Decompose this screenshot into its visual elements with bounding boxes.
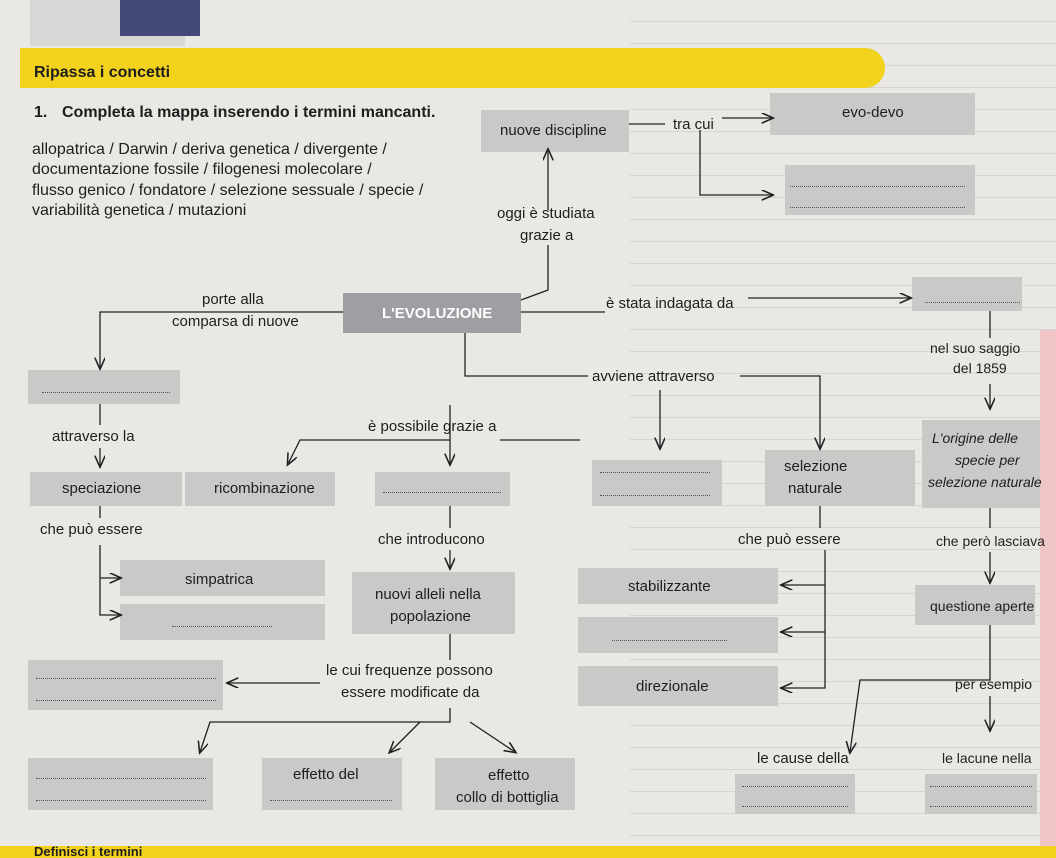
label-frequenze-1: le cui frequenze possono [326, 662, 493, 679]
label-grazie-a: grazie a [520, 227, 574, 244]
label-che-puo-essere-2: che può essere [738, 531, 841, 548]
blank-effetto-del[interactable] [270, 800, 392, 801]
terms-line-1: allopatrica / Darwin / deriva genetica /… [32, 141, 387, 158]
box-effetto-collo [435, 758, 575, 810]
box-stabilizzante [578, 568, 778, 604]
label-le-cause-della: le cause della [757, 750, 849, 767]
label-effetto-del: effetto del [293, 766, 359, 783]
box-speciazione [30, 472, 182, 506]
box-direzionale [578, 666, 778, 706]
blank-grazie-2a[interactable] [600, 472, 710, 473]
exercise-instruction: Completa la mappa inserendo i termini ma… [62, 104, 436, 121]
label-naturale: naturale [788, 480, 843, 497]
label-stata-indagata: è stata indagata da [606, 295, 734, 312]
blank-grazie-1[interactable] [383, 492, 501, 493]
label-possibile-grazie: è possibile grazie a [368, 418, 497, 435]
box-blank-selection-type [578, 617, 778, 653]
box-ricombinazione [185, 472, 335, 506]
label-che-puo-essere-1: che può essere [40, 521, 143, 538]
label-ricombinazione: ricombinazione [214, 480, 315, 497]
label-effetto: effetto [488, 767, 530, 784]
blank-discipline-1[interactable] [790, 186, 965, 187]
label-avviene-attraverso: avviene attraverso [592, 368, 715, 385]
label-che-pero-lasciava: che però lasciava [936, 533, 1045, 549]
blank-effetto-1[interactable] [36, 778, 206, 779]
label-selezione: selezione [784, 458, 848, 475]
box-blank-mechanism [28, 370, 180, 404]
label-speciazione: speciazione [62, 480, 142, 497]
box-effetto-del [262, 758, 402, 810]
blank-frequenze-1[interactable] [36, 678, 216, 679]
page-edge [1040, 330, 1056, 858]
label-per-esempio: per esempio [955, 676, 1033, 692]
blank-effetto-2[interactable] [36, 800, 206, 801]
blank-darwin[interactable] [925, 302, 1020, 303]
box-blank-lacune [925, 774, 1037, 814]
top-decoration-dark [120, 0, 200, 36]
blank-grazie-2b[interactable] [600, 495, 710, 496]
label-origine-title: L'origine delle [932, 430, 1018, 446]
blank-selection-type[interactable] [612, 640, 727, 641]
label-frequenze-2: essere modificate da [341, 684, 480, 701]
label-simpatrica: simpatrica [185, 571, 254, 588]
next-section-band [0, 846, 1056, 858]
label-nuove-discipline: nuove discipline [500, 122, 607, 139]
label-del-1859: del 1859 [953, 360, 1007, 376]
terms-line-3: flusso genico / fondatore / selezione se… [32, 182, 424, 199]
blank-frequenze-2[interactable] [36, 700, 216, 701]
label-collo-bottiglia: collo di bottiglia [456, 789, 559, 806]
label-evo-devo: evo-devo [842, 104, 904, 121]
terms-line-4: variabilità genetica / mutazioni [32, 202, 247, 219]
box-nuove-discipline [481, 110, 629, 152]
box-blank-frequenze [28, 660, 223, 710]
box-selezione-naturale [765, 450, 915, 506]
blank-cause-1[interactable] [742, 786, 848, 787]
box-evo-devo [770, 93, 975, 135]
box-evoluzione [343, 293, 521, 333]
blank-lacune-1[interactable] [930, 786, 1032, 787]
label-popolazione: popolazione [390, 608, 471, 625]
terms-line-2: documentazione fossile / filogenesi mole… [32, 161, 372, 178]
section-title: Ripassa i concetti [34, 64, 171, 81]
label-origine-subtitle2: selezione naturale [928, 474, 1042, 490]
label-direzionale: direzionale [636, 678, 709, 695]
label-tra-cui: tra cui [673, 116, 714, 133]
label-questione-aperte: questione aperte [930, 598, 1035, 614]
blank-lacune-2[interactable] [930, 806, 1032, 807]
label-attraverso-la: attraverso la [52, 428, 135, 445]
box-blank-cause [735, 774, 855, 814]
label-comparsa-nuove: comparsa di nuove [172, 313, 299, 330]
box-blank-discipline [785, 165, 975, 215]
exercise-number: 1. [34, 104, 48, 121]
label-origine-subtitle: specie per [955, 452, 1020, 468]
box-simpatrica [120, 560, 325, 596]
blank-discipline-2[interactable] [790, 207, 965, 208]
blank-cause-2[interactable] [742, 806, 848, 807]
label-evoluzione: L'EVOLUZIONE [382, 305, 493, 322]
box-blank-grazie-1 [375, 472, 510, 506]
label-nel-saggio: nel suo saggio [930, 340, 1021, 356]
label-porte-alla: porte alla [202, 291, 264, 308]
box-blank-effetto-del [28, 758, 213, 810]
label-nuovi-alleli: nuovi alleli nella [375, 586, 481, 603]
box-blank-grazie-2 [592, 460, 722, 506]
box-origine-specie [922, 420, 1040, 508]
box-questione-aperte [915, 585, 1035, 625]
label-che-introducono: che introducono [378, 531, 485, 548]
section-header-band [20, 48, 885, 88]
box-nuovi-alleli [352, 572, 515, 634]
box-blank-speciazione-type [120, 604, 325, 640]
label-le-lacune-nella: le lacune nella [942, 750, 1032, 766]
box-blank-darwin [912, 277, 1022, 311]
next-section-title: Definisci i termini [34, 845, 143, 858]
label-stabilizzante: stabilizzante [628, 578, 711, 595]
blank-mechanism[interactable] [42, 392, 170, 393]
label-oggi-studiata: oggi è studiata [497, 205, 595, 222]
blank-speciazione-type[interactable] [172, 626, 272, 627]
